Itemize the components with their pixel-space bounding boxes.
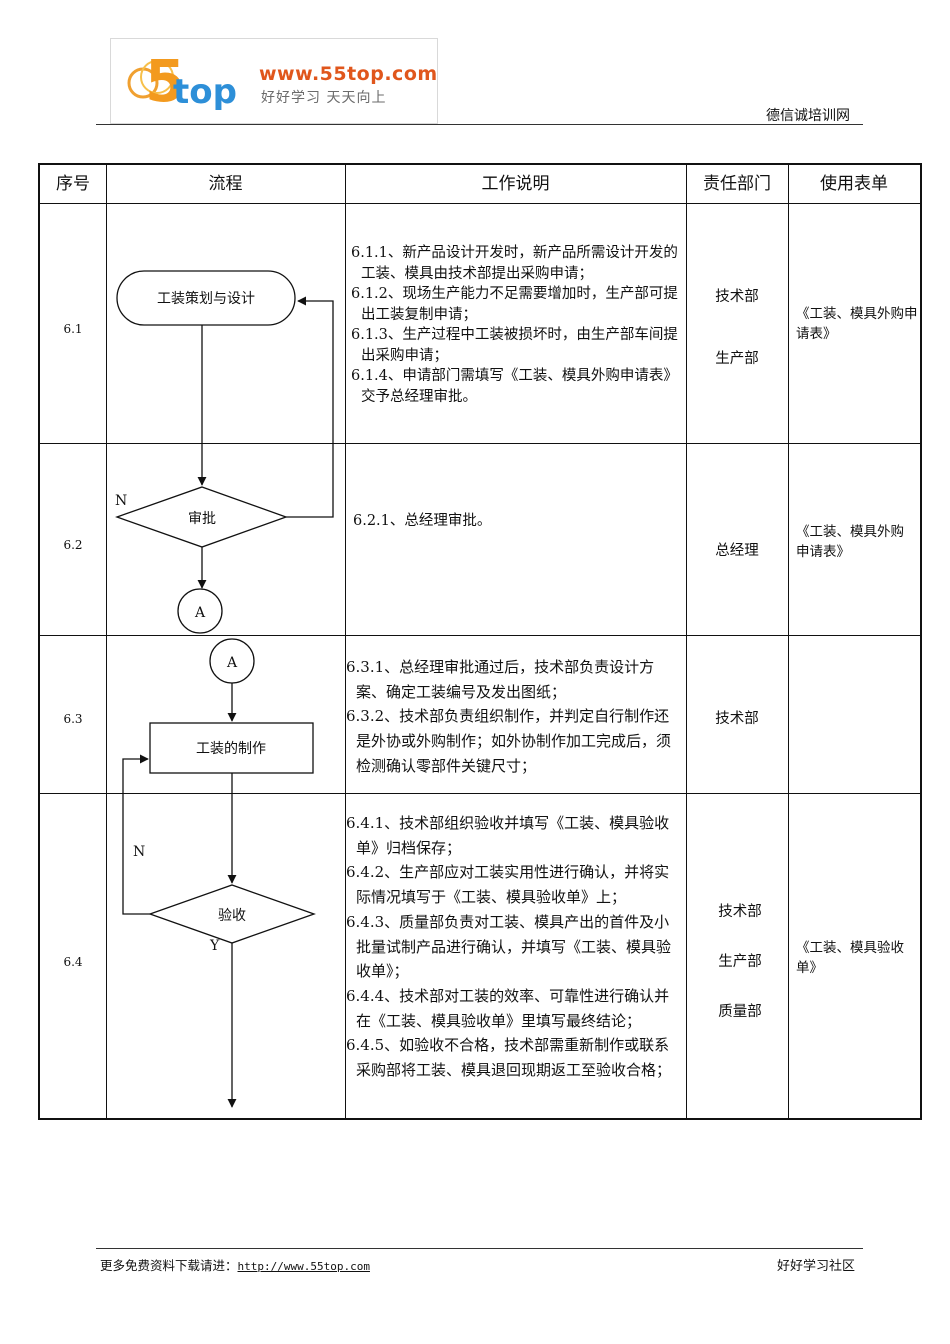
- no-label: N: [115, 493, 127, 509]
- desc-item: 6.3.2、技术部负责组织制作，并判定自行制作还是外协或外购制作；如外协制作加工…: [346, 707, 672, 775]
- col-divider: [788, 165, 789, 1118]
- desc-item: 6.3.1、总经理审批通过后，技术部负责设计方案、确定工装编号及发出图纸；: [346, 658, 655, 701]
- accept-label: 验收: [218, 908, 246, 924]
- form-name: 《工装、模具验收单》: [796, 940, 904, 976]
- row-number: 6.4: [63, 955, 83, 969]
- desc-item: 6.4.2、生产部应对工装实用性进行确认，并将实际情况填写于《工装、模具验收单》…: [346, 863, 670, 907]
- row-number: 6.3: [63, 712, 83, 726]
- desc-item: 6.4.5、如验收不合格，技术部需重新制作或联系采购部将工装、模具退回现期返工至…: [346, 1036, 672, 1080]
- desc-item: 6.2.1、总经理审批。: [353, 513, 492, 529]
- desc-item: 6.1.2、现场生产能力不足需要增加时，生产部可提出工装复制申请；: [351, 286, 678, 323]
- col-header-flow: 流程: [208, 174, 243, 194]
- dept-label: 技术部: [715, 711, 759, 727]
- logo-mark-icon: 5 top: [127, 47, 237, 115]
- svg-text:5: 5: [145, 47, 185, 115]
- col-header-desc: 工作说明: [481, 174, 550, 194]
- col-header-no: 序号: [56, 174, 90, 194]
- desc-item: 6.1.3、生产过程中工装被损坏时，由生产部车间提出采购申请；: [351, 327, 678, 364]
- desc-item: 6.1.4、申请部门需填写《工装、模具外购申请表》交予总经理审批。: [351, 368, 678, 405]
- desc-6-2: 6.2.1、总经理审批。: [353, 511, 683, 532]
- footer-text: 更多免费资料下载请进：: [100, 1258, 238, 1273]
- row-divider: [40, 635, 920, 636]
- row-number: 6.1: [63, 322, 83, 336]
- make-label: 工装的制作: [196, 741, 266, 757]
- footer-link[interactable]: http://www.55top.com: [237, 1260, 370, 1273]
- start-terminator: [116, 270, 296, 326]
- desc-item: 6.1.1、新产品设计开发时，新产品所需设计开发的工装、模具由技术部提出采购申请…: [351, 245, 678, 282]
- form-name: 《工装、模具外购申请表》: [796, 524, 904, 560]
- yes-label: Y: [209, 938, 220, 954]
- col-divider: [686, 165, 687, 1118]
- dept-label: 总经理: [715, 543, 759, 559]
- dept-label: 生产部: [715, 351, 759, 367]
- process-table: 序号 流程 工作说明 责任部门 使用表单 6.1 6.2 6.3 6.4 6.1…: [38, 163, 922, 1120]
- desc-item: 6.4.4、技术部对工装的效率、可靠性进行确认并在《工装、模具验收单》里填写最终…: [346, 986, 670, 1030]
- form-name: 《工装、模具外购申请表》: [796, 306, 918, 342]
- desc-item: 6.4.1、技术部组织验收并填写《工装、模具验收单》归档保存；: [346, 814, 670, 857]
- col-header-form: 使用表单: [820, 174, 888, 194]
- desc-item: 6.4.3、质量部负责对工装、模具产出的首件及小批量试制产品进行确认，并填写《工…: [346, 912, 672, 981]
- start-label: 工装策划与设计: [157, 290, 255, 307]
- dept-label: 生产部: [718, 954, 762, 970]
- header-divider: [96, 124, 863, 125]
- col-divider: [345, 165, 346, 1118]
- flowchart: 工装策划与设计 审批 N A A 工装的制作 验收 N Y: [115, 270, 334, 1108]
- footer-divider: [96, 1248, 863, 1249]
- row-divider: [40, 443, 920, 444]
- row-number: 6.2: [63, 538, 83, 552]
- dept-label: 技术部: [718, 904, 762, 920]
- make-process: [149, 722, 314, 774]
- dept-label: 技术部: [715, 289, 759, 305]
- return-arrow: [286, 296, 334, 518]
- row-divider: [40, 793, 920, 794]
- desc-6-4: 6.4.1、技术部组织验收并填写《工装、模具验收单》归档保存； 6.4.2、生产…: [346, 811, 684, 1083]
- desc-6-3: 6.3.1、总经理审批通过后，技术部负责设计方案、确定工装编号及发出图纸； 6.…: [346, 655, 684, 779]
- site-name: 德信诚培训网: [766, 108, 850, 124]
- dept-label: 质量部: [718, 1004, 762, 1020]
- footer-right: 好好学习社区: [776, 1259, 855, 1274]
- return-arrow: [122, 754, 150, 915]
- row-divider: [40, 203, 920, 204]
- logo-url: www.55top.com: [259, 63, 438, 85]
- desc-6-1: 6.1.1、新产品设计开发时，新产品所需设计开发的工装、模具由技术部提出采购申请…: [351, 243, 681, 407]
- svg-text:top: top: [173, 72, 237, 112]
- logo-slogan: 好好学习 天天向上: [261, 90, 387, 106]
- connector-a: [177, 588, 223, 634]
- site-logo[interactable]: 5 top www.55top.com 好好学习 天天向上: [110, 38, 438, 124]
- col-divider: [106, 165, 107, 1118]
- approve-label: 审批: [188, 511, 216, 527]
- connector-a-label: A: [226, 655, 238, 671]
- no-label: N: [133, 844, 145, 860]
- col-header-dept: 责任部门: [703, 174, 771, 194]
- connector-a-label: A: [194, 605, 206, 621]
- footer-left: 更多免费资料下载请进：http://www.55top.com: [100, 1255, 370, 1274]
